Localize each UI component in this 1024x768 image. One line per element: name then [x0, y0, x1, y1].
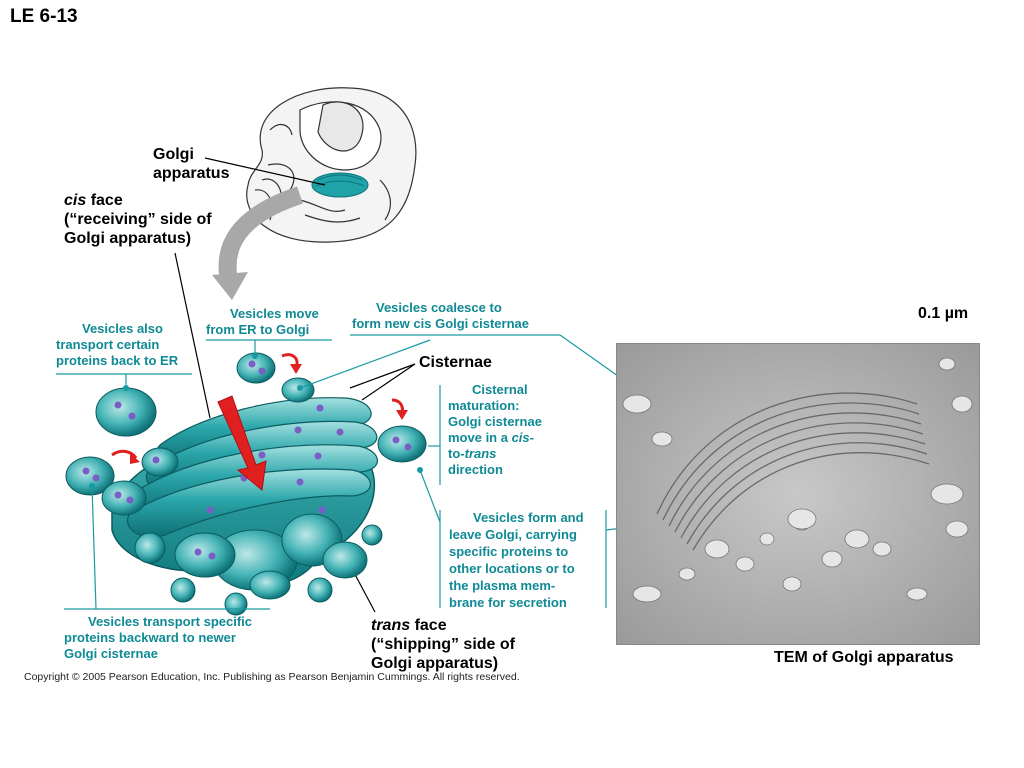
vesicle-back-to-er [95, 387, 157, 437]
ann-coalesce-line2: form new cis Golgi cisternae [352, 316, 529, 331]
cis-face-line1: cis face [64, 191, 212, 210]
ann-mat-l4c: - [529, 430, 534, 445]
ann-move-line2: from ER to Golgi [206, 322, 310, 337]
ann-form-line6: brane for secretion [449, 595, 567, 610]
tem-texture [617, 344, 979, 644]
annotation-vesicles-also: Vesicles also transport certain proteins… [56, 321, 196, 369]
annotation-vesicles-coalesce: Vesicles coalesce to form new cis Golgi … [352, 300, 562, 332]
ann-mat-line3: Golgi cisternae [448, 414, 542, 429]
ann-form-line1: Vesicles form and [473, 510, 584, 525]
cell-sketch [246, 87, 417, 243]
golgi-stack [111, 397, 378, 600]
vesicle-left-stack [101, 447, 179, 516]
ann-move-line1: Vesicles move [230, 306, 319, 321]
vesicle-er-to-golgi [236, 352, 276, 384]
cis-italic: cis [64, 192, 87, 209]
ann-mat-l4a: move in a [448, 430, 512, 445]
ann-coalesce-line1: Vesicles coalesce to [376, 300, 502, 315]
ann-transport-line2: proteins backward to newer [64, 630, 236, 645]
ann-mat-line4: move in a cis- [448, 430, 578, 446]
cis-face-line3: Golgi apparatus) [64, 230, 192, 247]
cis-face-label: cis face (“receiving” side of Golgi appa… [64, 191, 212, 248]
cell-golgi-highlight [311, 172, 369, 198]
cisternae-label: Cisternae [419, 354, 492, 371]
ann-also-line2: transport certain [56, 337, 160, 352]
ann-mat-line1: Cisternal [472, 382, 528, 397]
ann-also-line3: proteins back to ER [56, 353, 179, 368]
ann-mat-line6: direction [448, 462, 503, 477]
ann-form-line5: the plasma mem- [449, 578, 556, 593]
golgi-apparatus-label: Golgi apparatus [153, 145, 229, 183]
scale-bar-label: 0.1 µm [918, 305, 969, 322]
ann-mat-line5: to-trans [448, 446, 578, 462]
ann-form-line4: other locations or to [449, 561, 575, 576]
ann-form-line3: specific proteins to [449, 544, 569, 559]
tem-caption: TEM of Golgi apparatus [774, 649, 954, 666]
ann-mat-l4b: cis [511, 430, 530, 445]
ann-form-line2: leave Golgi, carrying [449, 527, 577, 542]
annotation-vesicles-transport: Vesicles transport specific proteins bac… [64, 614, 284, 662]
golgi-label-line2: apparatus [153, 165, 230, 182]
ann-mat-l5b: trans [464, 446, 497, 461]
zoom-arrow [218, 186, 303, 288]
ann-transport-line3: Golgi cisternae [64, 646, 158, 661]
copyright-text: Copyright © 2005 Pearson Education, Inc.… [24, 671, 520, 683]
trans-face-rest: face [410, 617, 447, 634]
ann-also-line1: Vesicles also [82, 321, 163, 336]
slide-id: LE 6-13 [10, 6, 78, 27]
trans-face-line2: (“shipping” side of [371, 636, 515, 653]
vesicle-transport-left [65, 456, 115, 496]
cis-face-line2: (“receiving” side of [64, 211, 212, 228]
trans-face-label: trans face (“shipping” side of Golgi app… [371, 616, 515, 673]
annotation-cisternal-maturation: Cisternal maturation: Golgi cisternae mo… [448, 382, 578, 478]
vesicle-leaving-right [377, 425, 427, 463]
ann-mat-line2: maturation: [448, 398, 520, 413]
cis-face-rest: face [86, 192, 123, 209]
trans-italic: trans [371, 617, 411, 634]
trans-face-line1: trans face [371, 616, 515, 635]
ann-transport-line1: Vesicles transport specific [88, 614, 253, 629]
ann-mat-l5a: to- [448, 446, 465, 461]
annotation-vesicles-move: Vesicles move from ER to Golgi [206, 306, 336, 338]
maturation-arrow [217, 395, 267, 491]
trans-face-line3: Golgi apparatus) [371, 655, 499, 672]
golgi-label-line1: Golgi [153, 146, 194, 163]
annotation-vesicles-form: Vesicles form and leave Golgi, carrying … [449, 509, 609, 611]
tem-micrograph [616, 343, 980, 645]
